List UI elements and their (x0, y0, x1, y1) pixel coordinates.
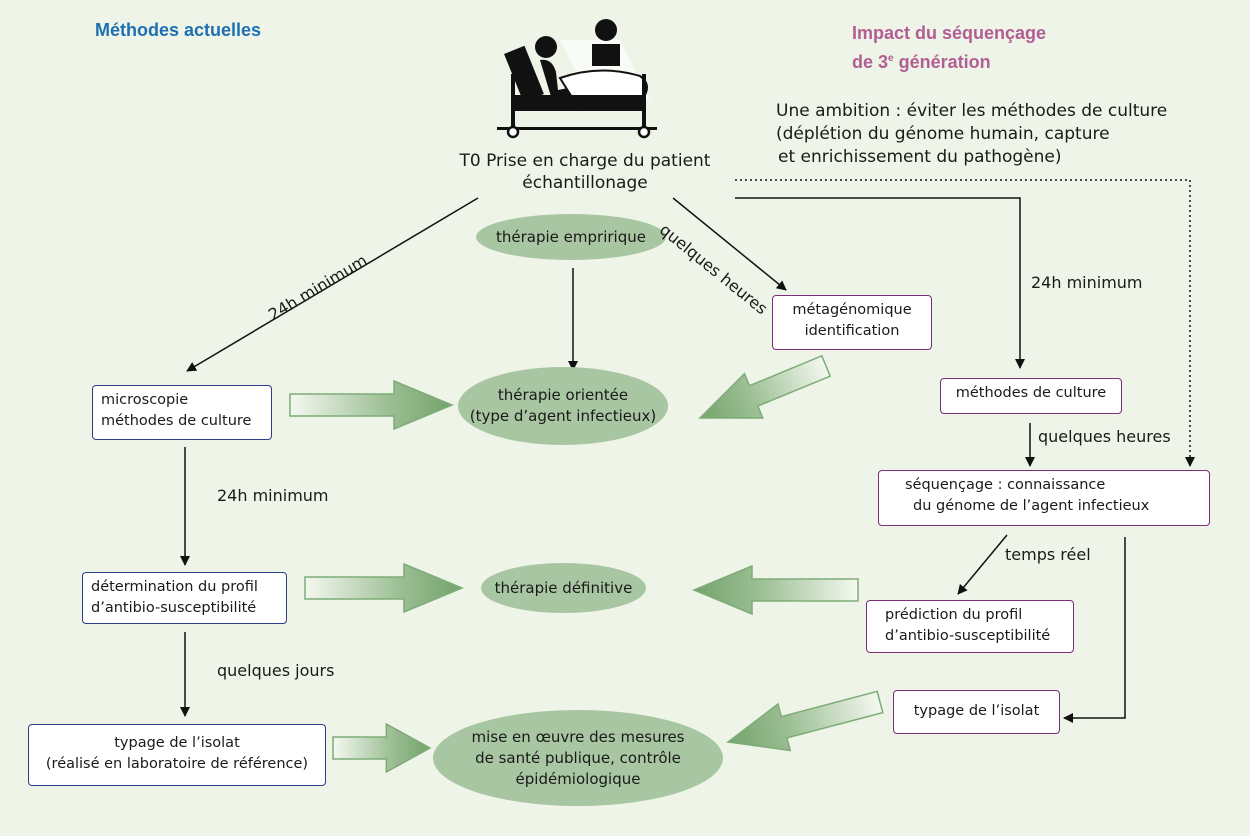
title-part: de 3 (852, 52, 889, 72)
title-third-gen-impact: Impact du séquençage de 3e génération (852, 20, 1046, 75)
box-line: méthodes de culture (101, 413, 252, 429)
box-line: typage de l’isolat (913, 703, 1040, 719)
label-quelques-heures: quelques heures (1038, 427, 1171, 446)
ellipse-label: thérapie définitive (494, 578, 633, 597)
box-line: identification (804, 323, 900, 339)
box-typage-isolat-right: typage de l’isolat (893, 690, 1060, 734)
title-sup: e (888, 53, 894, 64)
ellipse-therapie-empirique: thérapie empririque (476, 214, 666, 260)
box-microscopie: microscopie méthodes de culture (92, 385, 272, 440)
box-line: séquençage : connaissance (905, 477, 1106, 493)
box-line: du génome de l’agent infectieux (913, 498, 1150, 514)
box-prediction-profil: prédiction du profil d’antibio-susceptibi… (866, 600, 1074, 653)
ellipse-label: de santé publique, contrôle (475, 748, 681, 767)
patient-in-bed-with-caregiver-icon (497, 19, 657, 139)
big-arrow-profil-to-definitive (304, 562, 464, 614)
label-quelques-jours: quelques jours (217, 661, 335, 680)
label-24h-left: 24h minimum (217, 486, 329, 505)
ellipse-therapie-orientee: thérapie orientée (type d’agent infectieu… (458, 367, 668, 445)
arrow-t0-to-microscopie (186, 197, 479, 372)
box-line: microscopie (101, 392, 189, 408)
dotted-arrow-ambition-to-sequencage (735, 179, 1195, 467)
label-24h-right: 24h minimum (1031, 273, 1143, 292)
start-label: T0 Prise en charge du patient échantillo… (455, 150, 715, 194)
box-line: prédiction du profil (885, 607, 1023, 623)
box-line: métagénomique (792, 302, 912, 318)
start-line: T0 Prise en charge du patient (459, 151, 711, 171)
ambition-line: Une ambition : éviter les méthodes de cu… (776, 101, 1168, 121)
arrow-sequencage-to-prediction (957, 534, 1008, 595)
box-metagenomique: métagénomique identification (772, 295, 932, 350)
box-methodes-culture: méthodes de culture (940, 378, 1122, 414)
ellipse-label: thérapie orientée (497, 386, 629, 404)
big-arrow-microscopie-to-orientee (289, 379, 454, 431)
box-line: d’antibio-susceptibilité (91, 600, 257, 616)
ellipse-label: (type d’agent infectieux) (469, 407, 657, 425)
ambition-line: (déplétion du génome humain, capture (776, 124, 1110, 144)
box-line: méthodes de culture (955, 385, 1107, 401)
ellipse-label: épidémiologique (515, 769, 641, 788)
ellipse-label: mise en œuvre des mesures (471, 727, 685, 746)
box-line: détermination du profil (91, 579, 258, 595)
big-arrow-typage-to-sante (332, 722, 432, 774)
label-temps-reel: temps réel (1005, 545, 1091, 564)
ambition-line: et enrichissement du pathogène) (778, 147, 1062, 167)
title-line-1: Impact du séquençage (852, 23, 1047, 43)
title-current-methods: Méthodes actuelles (95, 20, 262, 40)
big-arrow-typage-to-sante-right (726, 690, 884, 752)
arrow-sequencage-to-typage (1063, 537, 1126, 723)
title-part: génération (893, 52, 991, 72)
box-typage-isolat-left: typage de l’isolat (réalisé en laboratoir… (28, 724, 326, 786)
start-line: échantillonage (522, 173, 648, 193)
ellipse-sante-publique: mise en œuvre des mesures de santé publiq… (433, 710, 723, 806)
ambition-text: Une ambition : éviter les méthodes de cu… (776, 100, 1167, 169)
box-profil-antibio: détermination du profil d’antibio-suscept… (82, 572, 287, 624)
box-sequencage: séquençage : connaissance du génome de l’… (878, 470, 1210, 526)
ellipse-therapie-definitive: thérapie définitive (481, 563, 646, 613)
box-line: (réalisé en laboratoire de référence) (45, 756, 309, 772)
ellipse-label: thérapie empririque (496, 227, 646, 246)
big-arrow-metagenomique-to-orientee (698, 354, 832, 419)
arrow-t0-to-metagenomique (672, 197, 787, 291)
big-arrow-prediction-to-definitive (692, 564, 859, 616)
title-line-2: de 3e génération (852, 46, 1046, 75)
box-line: d’antibio-susceptibilité (885, 628, 1051, 644)
box-line: typage de l’isolat (114, 735, 240, 751)
arrow-t0-to-culture (735, 197, 1025, 369)
